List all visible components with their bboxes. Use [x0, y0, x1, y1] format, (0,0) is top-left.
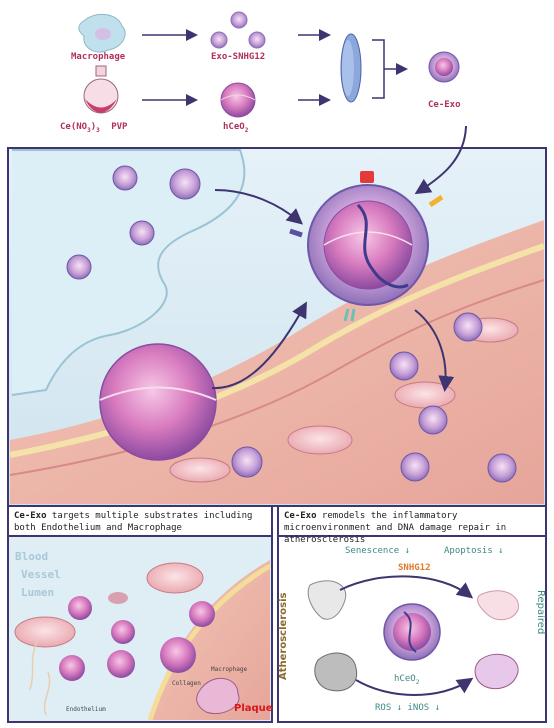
hceo2-sphere-illustration — [220, 82, 256, 118]
delivery-arrows — [211, 125, 467, 392]
ros-inos-label: ROS ↓ iNOS ↓ — [375, 703, 441, 713]
right-panel-illustration — [307, 575, 519, 696]
exo-snhg12-label: Exo-SNHG12 — [211, 52, 266, 62]
small-exosomes — [66, 165, 517, 483]
repaired-label: Repaired — [535, 590, 546, 635]
ce-exo-large — [289, 171, 444, 322]
atherosclerosis-label: Atherosclerosis — [278, 592, 289, 680]
snhg12-label: SNHG12 — [398, 563, 431, 573]
hceo2-label: hCeO2 — [223, 122, 249, 134]
mixing-disk-illustration — [340, 33, 362, 103]
right-panel-caption: Ce-Exo remodels the inflammatory microen… — [284, 511, 507, 545]
ce-exo-label: Ce-Exo — [428, 100, 461, 110]
precursor-label: Ce(NO3)3 PVP — [60, 122, 128, 134]
macrophage-label: Macrophage — [71, 52, 126, 62]
apoptosis-label: Apoptosis ↓ — [444, 546, 504, 556]
senescence-label: Senescence ↓ — [345, 546, 411, 556]
synthesis-arrows — [142, 29, 408, 106]
macrophage-illustration — [78, 13, 126, 53]
hceo2-large-hemisphere — [99, 343, 217, 461]
macrophage-small-label: Macrophage — [211, 666, 248, 673]
precursor-flask-illustration — [83, 65, 119, 114]
ce-exo-small-illustration — [428, 51, 460, 83]
exo-cluster-illustration — [210, 11, 266, 49]
left-panel-caption: Ce-Exo targets multiple substrates inclu… — [14, 511, 253, 533]
left-panel-tissue — [14, 560, 272, 721]
plaque-label: Plaque — [234, 703, 273, 714]
hceo2-effect-label: hCeO2 — [394, 674, 420, 686]
blood-vessel-lumen-label: Blood Vessel Lumen — [15, 550, 61, 599]
collagen-label: Collagen — [172, 680, 201, 687]
macrophage-membrane-outline — [11, 149, 246, 396]
endothelium-label: Endothelium — [66, 706, 106, 713]
